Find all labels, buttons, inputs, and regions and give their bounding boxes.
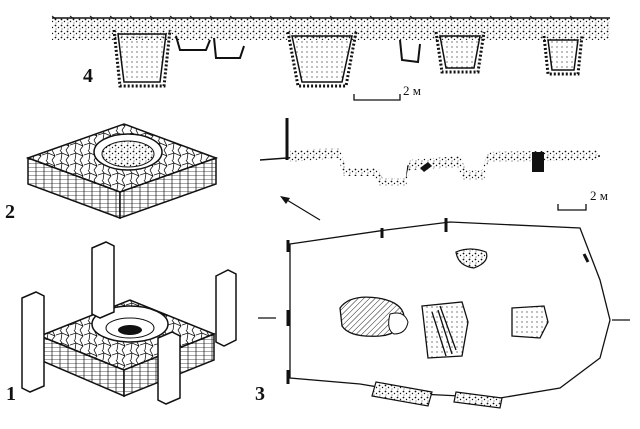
feature-dotted <box>421 301 469 359</box>
pit-profile <box>542 35 584 76</box>
section-profile-middle <box>259 118 601 221</box>
feature-dotted <box>511 305 549 339</box>
section-profile-top <box>51 15 610 101</box>
figure-label-3: 3 <box>255 383 265 405</box>
figure-label-1: 1 <box>6 383 16 405</box>
scale-label-middle: 2 м <box>590 188 608 203</box>
wooden-post <box>157 331 181 405</box>
isometric-structure-2 <box>25 123 219 220</box>
wooden-post <box>215 269 237 347</box>
feature-stones <box>453 391 503 409</box>
direction-arrow <box>280 196 321 221</box>
feature-stones <box>455 248 488 269</box>
scale-label-top: 2 м <box>403 83 421 98</box>
site-plan <box>258 218 630 409</box>
pit-profile <box>286 31 358 88</box>
pit-profile <box>434 31 486 74</box>
feature-stones <box>371 381 433 407</box>
scale-bar-top <box>353 94 401 101</box>
wooden-post <box>91 241 115 319</box>
figure-label-4: 4 <box>83 65 93 87</box>
feature-hatched <box>339 296 409 337</box>
pit-profile <box>112 29 172 88</box>
figure-label-2: 2 <box>5 201 15 223</box>
scale-bar-middle <box>557 204 587 211</box>
isometric-structure-1 <box>21 241 237 405</box>
wooden-post <box>21 291 45 393</box>
